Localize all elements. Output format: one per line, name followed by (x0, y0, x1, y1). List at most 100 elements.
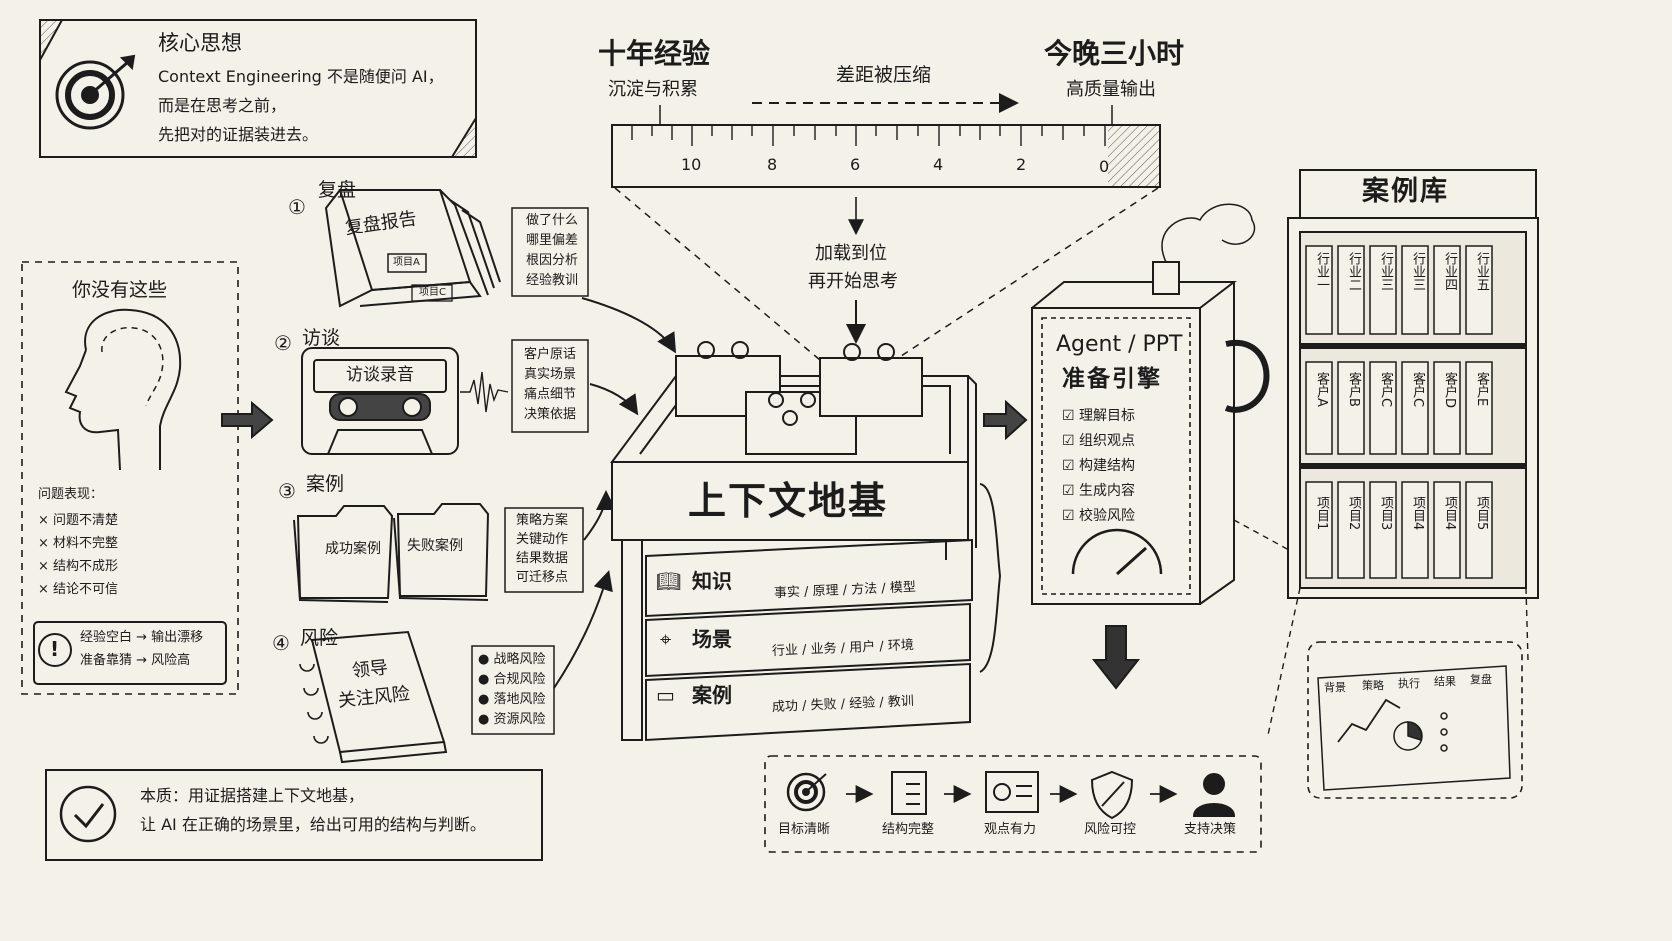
ruler-tick-label: 8 (767, 155, 778, 174)
case-detail-drawing (1317, 665, 1511, 791)
risk-notebook-drawing (299, 630, 448, 764)
essence-line-1: 本质：用证据搭建上下文地基， (140, 786, 365, 805)
review-note: 做了什么 (526, 213, 579, 228)
binder-label: 客户C (1409, 372, 1425, 408)
checkmark-circle-icon (59, 785, 117, 843)
source-review-label: 复盘 (318, 179, 357, 201)
binder-label: 行业三 (1409, 252, 1425, 291)
outcome-person-icon (1192, 773, 1236, 817)
source-interview-label: 访谈 (302, 327, 341, 349)
risk-note: ● 资源风险 (478, 712, 546, 727)
source-risk-number: ④ (272, 631, 290, 655)
case-detail-tab: 背景 (1324, 681, 1346, 694)
engine-check-label: 生成内容 (1079, 483, 1136, 499)
core-idea-line-1: Context Engineering 不是随便问 AI， (158, 67, 444, 86)
folder-success-label: 成功案例 (325, 541, 381, 557)
binder-label: 行业四 (1441, 252, 1457, 291)
engine-check-label: 组织观点 (1079, 433, 1136, 449)
outcomes-strip (764, 755, 1262, 853)
arrow-risk (553, 570, 613, 689)
funnel-line-left (614, 187, 821, 361)
folder-fail-label: 失败案例 (407, 538, 463, 554)
notes-box-case (504, 507, 584, 593)
outcome-checklist-icon (891, 771, 927, 815)
binder-label: 行业五 (1473, 252, 1489, 291)
arrow-interview (589, 383, 639, 416)
engine-title-line-1: Agent / PPT (1056, 332, 1183, 357)
exclamation-mark: ! (50, 637, 60, 661)
engine-check-item: ☑ 校验风险 (1062, 508, 1136, 524)
binder-label: 项目1 (1313, 496, 1329, 531)
checkmark-icon (73, 803, 105, 829)
arrow-review (581, 297, 677, 354)
engine-machine-drawing (1031, 203, 1270, 605)
ruler-end-shade (1108, 126, 1159, 186)
core-idea-box (39, 19, 477, 158)
ruler-tick-label: 6 (850, 155, 861, 174)
problem-item: × 结论不可信 (38, 582, 119, 597)
outcome-presentation-icon (985, 771, 1039, 813)
core-idea-line-2: 而是在思考之前， (158, 96, 287, 115)
missing-title: 你没有这些 (72, 279, 168, 301)
binder-label: 项目5 (1473, 496, 1489, 531)
risk-note: ● 落地风险 (478, 692, 546, 707)
outcome-label: 风险可控 (1084, 822, 1137, 837)
outcome-shield-icon (1090, 770, 1134, 820)
load-label-line-2: 再开始思考 (808, 271, 898, 292)
binder-label: 项目4 (1441, 496, 1457, 531)
risk-note: ● 战略风险 (478, 652, 546, 667)
case-note: 策略方案 (516, 513, 569, 528)
interview-note: 真实场景 (524, 367, 577, 382)
case-note: 结果数据 (516, 551, 569, 566)
source-case-label: 案例 (306, 473, 345, 495)
location-pin-icon: ⌖ (660, 627, 672, 651)
risk-note: ● 合规风险 (478, 672, 546, 687)
case-detail-tab: 复盘 (1470, 673, 1492, 686)
ruler-tick-label: 10 (681, 155, 702, 174)
report-book-tag-a: 项目A (393, 257, 420, 268)
engine-check-item: ☑ 组织观点 (1062, 433, 1136, 449)
layer-name-case: 案例 (692, 683, 732, 707)
problem-item: × 问题不清楚 (38, 513, 119, 528)
foundation-to-engine-arrow (983, 399, 1028, 441)
binder-label: 行业三 (1377, 252, 1393, 291)
notebook-line-1: 领导 (350, 657, 389, 682)
notes-box-interview (511, 339, 589, 433)
warning-box (33, 621, 227, 685)
source-case-number: ③ (278, 479, 296, 503)
core-idea-line-3: 先把对的证据装进去。 (158, 125, 319, 144)
source-review-number: ① (288, 195, 306, 219)
core-idea-title: 核心思想 (158, 31, 242, 55)
engine-check-item: ☑ 构建结构 (1062, 458, 1136, 474)
case-detail-tab: 结果 (1434, 675, 1456, 688)
bookshelf-binders (1305, 245, 1493, 579)
layer-name-knowledge: 知识 (692, 569, 732, 593)
foundation-table-drawing (610, 341, 977, 742)
missing-panel (21, 261, 239, 695)
folder-fail-drawing (393, 503, 490, 601)
binder-label: 项目2 (1345, 496, 1361, 531)
timeline-middle-label: 差距被压缩 (836, 64, 932, 86)
head-silhouette-icon (64, 308, 182, 471)
review-note: 哪里偏差 (526, 233, 579, 248)
ruler (611, 124, 1161, 188)
load-label-line-1: 加载到位 (815, 243, 887, 264)
binder-label: 客户D (1441, 372, 1457, 409)
engine-title-line-2: 准备引擎 (1062, 366, 1162, 392)
binder-label: 行业一 (1313, 252, 1329, 291)
case-detail-tab: 执行 (1398, 677, 1420, 690)
binder-label: 客户C (1377, 372, 1393, 408)
ruler-tick-label: 4 (933, 155, 944, 174)
foundation-title: 上下文地基 (688, 479, 889, 523)
outcome-label: 支持决策 (1184, 822, 1237, 837)
review-note: 经验教训 (526, 273, 579, 288)
interview-note: 客户原话 (524, 347, 577, 362)
outcome-label: 观点有力 (984, 822, 1037, 837)
timeline-left-title: 十年经验 (598, 37, 711, 70)
folder-success-drawing (293, 505, 394, 603)
arrow-case (583, 490, 616, 541)
timeline-right-title: 今晚三小时 (1044, 37, 1185, 70)
core-idea-hatch-left (39, 19, 64, 61)
case-note: 可迁移点 (516, 570, 569, 585)
